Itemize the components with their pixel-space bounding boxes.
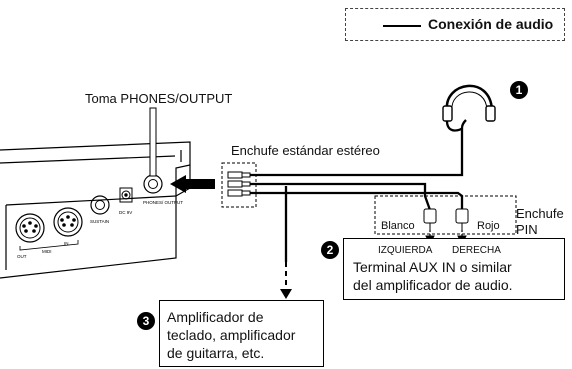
izquierda-label: IZQUIERDA (378, 245, 433, 256)
midi-in-port (53, 207, 83, 237)
dc-jack (119, 187, 133, 203)
legend-label: Conexión de audio (428, 16, 554, 32)
legend-line (383, 25, 421, 27)
aux-in-text-line1: Terminal AUX IN o similar (353, 259, 512, 275)
stereo-plug-label: Enchufe estándar estéreo (231, 143, 380, 158)
aux-in-text-line2: del amplificador de audio. (353, 277, 513, 293)
pin-plug-box (374, 195, 517, 235)
marker-2: 2 (321, 241, 339, 259)
derecha-label: DERECHA (452, 245, 501, 256)
panel-sustain-label: SUSTAIN (90, 219, 109, 224)
amplifier-box (159, 300, 324, 367)
toma-pointer (149, 107, 157, 177)
panel-phones-label: PHONES/ OUTPUT (143, 200, 183, 205)
amp-text-line1: Amplificador de (167, 309, 264, 325)
pin-plug-label-line2: PIN (516, 222, 538, 237)
aux-in-box (343, 238, 565, 300)
sustain-jack (90, 195, 110, 215)
rojo-label: Rojo (477, 220, 500, 232)
panel-dc-label: DC 9V (119, 210, 132, 215)
phones-output-jack (143, 174, 163, 194)
midi-out-port (15, 213, 45, 243)
panel-midi-label: MIDI (42, 249, 52, 254)
stereo-plug (227, 171, 251, 197)
panel-in-label: IN (64, 241, 69, 246)
amp-text-line2: teclado, amplificador (167, 327, 296, 343)
toma-phones-output-label: Toma PHONES/OUTPUT (85, 91, 233, 106)
insert-arrow (170, 175, 215, 193)
panel-out-label: OUT (17, 254, 27, 259)
pin-plug-label-line1: Enchufe (516, 206, 564, 221)
headphones (442, 84, 496, 132)
amp-arrow (280, 289, 292, 299)
legend-box (345, 8, 565, 41)
keyboard-back-panel (0, 141, 191, 279)
blanco-label: Blanco (381, 220, 415, 232)
amp-text-line3: de guitarra, etc. (167, 345, 265, 361)
marker-3: 3 (137, 312, 155, 330)
pin-plugs (423, 208, 469, 230)
marker-1: 1 (510, 81, 528, 99)
